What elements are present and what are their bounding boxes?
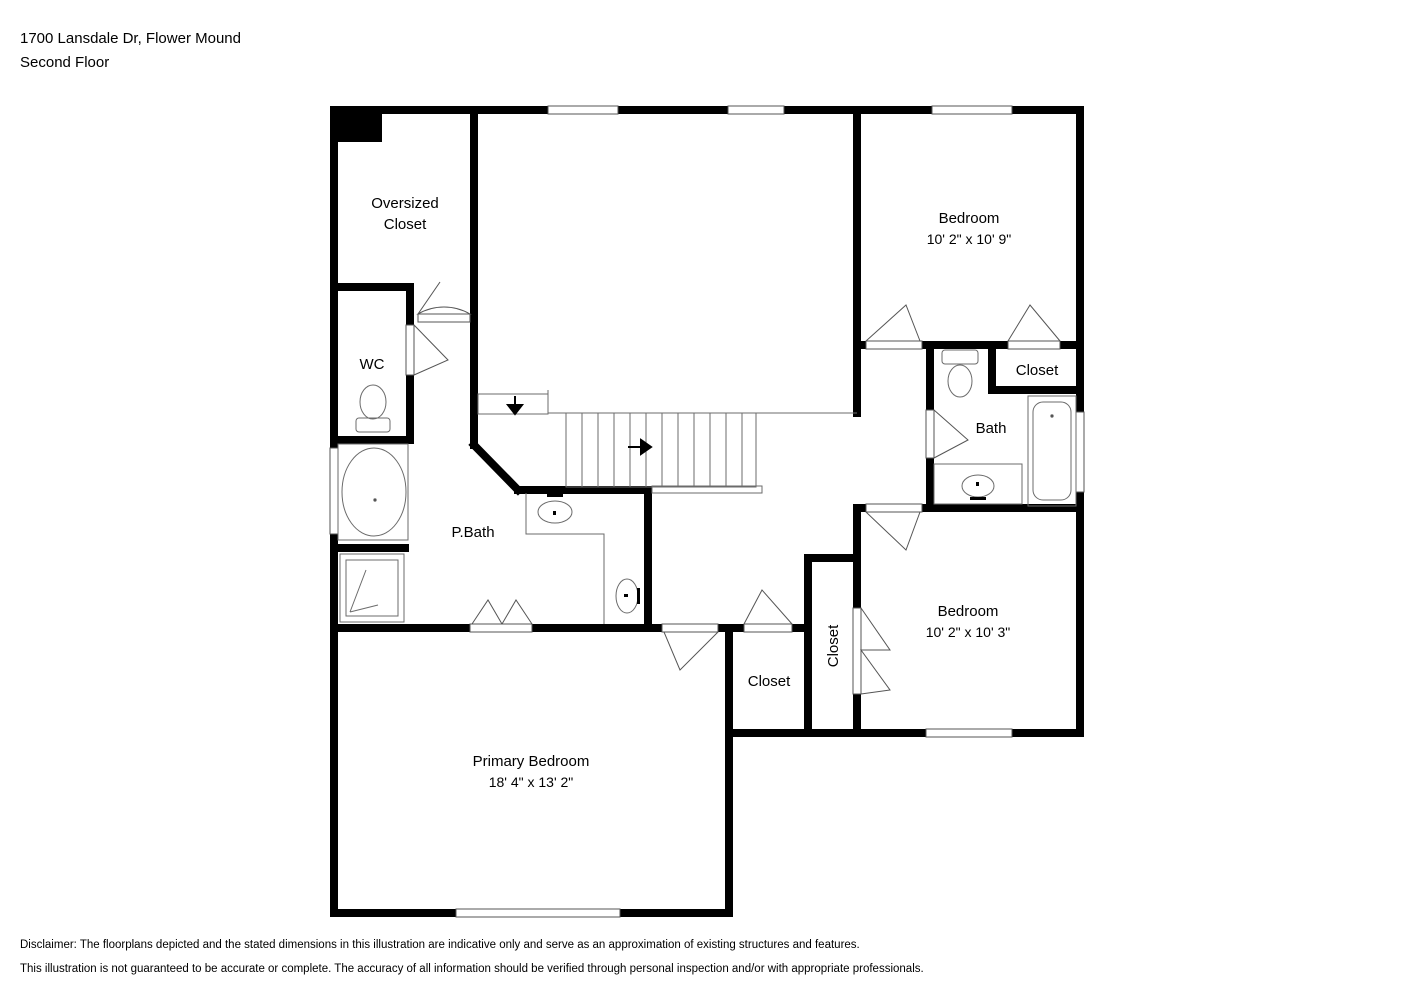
doors [405,281,1061,695]
room-label-closet-top-right: Closet [1016,362,1059,379]
chimney-block [338,114,382,142]
disclaimer-line-2: This illustration is not guaranteed to b… [20,963,924,975]
disclaimer-line-1: Disclaimer: The floorplans depicted and … [20,939,860,951]
room-dims-bedroom-bottom: 10' 2" x 10' 3" [926,624,1011,640]
floor-label: Second Floor [20,54,110,71]
faucets [547,482,986,604]
room-dims-bedroom-top: 10' 2" x 10' 9" [927,231,1012,247]
walls [330,106,1084,917]
room-label-oversized-closet: Oversized [371,195,439,212]
room-label-oversized-closet-2: Closet [384,216,427,233]
room-label-pbath: P.Bath [451,524,494,541]
address-title: 1700 Lansdale Dr, Flower Mound [20,30,241,47]
stair-arrows [505,396,653,456]
room-dims-primary-bedroom: 18' 4" x 13' 2" [489,774,574,790]
room-label-closet-center: Closet [748,673,791,690]
room-label-primary-bedroom: Primary Bedroom [473,753,590,770]
room-label-wc: WC [360,356,385,373]
fixtures [337,349,1077,624]
room-label-bedroom-top: Bedroom [939,210,1000,227]
room-label-closet-vertical: Closet [825,624,842,667]
room-label-bedroom-bottom: Bedroom [938,603,999,620]
windows [329,105,1085,918]
room-label-bath: Bath [976,420,1007,437]
